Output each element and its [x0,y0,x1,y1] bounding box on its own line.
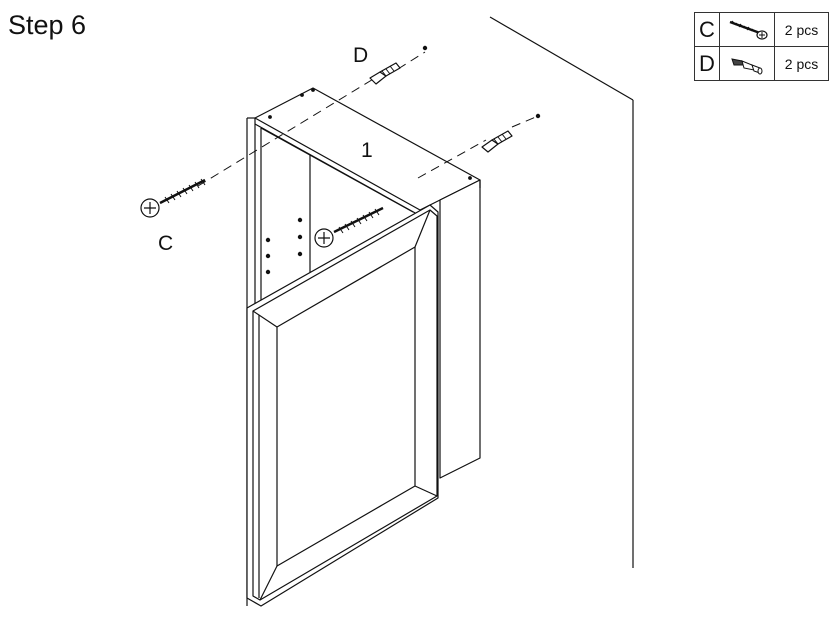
wall-plug-d-right [481,113,541,153]
screw-c-left [140,178,206,218]
screw-c-inside [314,206,384,248]
part-quantity: 2 pcs [774,46,829,81]
wall-plug-d-top [369,45,428,85]
parts-row-c: C 2 pcs [694,12,829,47]
parts-table: C 2 pcs D 2 pcs [694,12,829,81]
screw-label: C [158,232,173,255]
parts-row-d: D 2 pcs [694,46,829,81]
part-letter: D [694,46,720,81]
wall [489,16,634,568]
cabinet-number-label: 1 [361,139,373,162]
wall-plug-icon [719,46,775,81]
plug-label: D [353,44,368,67]
part-letter: C [694,12,720,47]
step-title: Step 6 [8,10,87,40]
guide-lines [197,51,539,187]
part-quantity: 2 pcs [774,12,829,47]
screw-icon [719,12,775,47]
cabinet-door [246,204,439,607]
